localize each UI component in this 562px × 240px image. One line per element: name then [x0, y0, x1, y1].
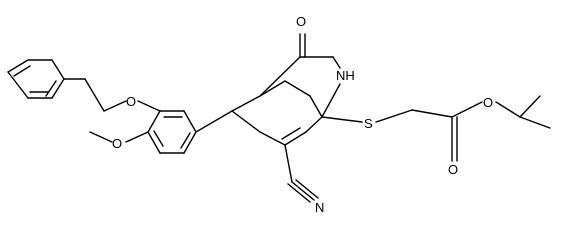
- bond: [195, 110, 233, 133]
- bond: [89, 131, 113, 143]
- bond: [451, 101, 483, 118]
- ether-oxygen-label: O: [126, 94, 136, 109]
- methoxy-oxygen-label: O: [112, 136, 122, 151]
- bond: [259, 80, 286, 97]
- bond: [321, 83, 341, 118]
- bond: [13, 65, 31, 77]
- bond: [231, 110, 261, 133]
- bond: [375, 109, 413, 123]
- bond: [180, 132, 191, 149]
- bond: [259, 131, 286, 146]
- bond: [231, 95, 261, 112]
- bond: [309, 95, 323, 118]
- bond: [284, 131, 307, 146]
- bond: [332, 56, 341, 69]
- bond: [183, 110, 197, 133]
- bond: [287, 183, 311, 203]
- bond: [137, 100, 161, 112]
- bond: [125, 131, 149, 143]
- thioether-sulfur-label: S: [364, 116, 373, 131]
- bond: [305, 116, 323, 133]
- bond: [519, 116, 551, 129]
- bond: [495, 101, 521, 118]
- bond: [281, 127, 301, 140]
- bond: [45, 80, 57, 97]
- bond-lines: [7, 33, 551, 203]
- bond: [295, 179, 319, 199]
- bond: [284, 144, 293, 183]
- bond: [84, 78, 105, 112]
- bond: [147, 110, 161, 133]
- bond: [51, 78, 65, 99]
- nitrile-nitrogen-label: N: [315, 200, 324, 215]
- carbonyl-oxygen-label: O: [296, 14, 306, 29]
- bond: [183, 131, 197, 154]
- ester-oxygen-label: O: [483, 95, 493, 110]
- bond: [103, 100, 127, 112]
- bond: [259, 56, 301, 97]
- bond: [284, 80, 311, 97]
- molecule-structure: O O O NH S O O N: [7, 14, 551, 215]
- bond: [51, 59, 65, 80]
- ester-carbonyl-oxygen-label: O: [448, 162, 458, 177]
- ring-nitrogen-label: NH: [336, 68, 355, 83]
- bond: [147, 131, 161, 154]
- bond: [7, 59, 29, 73]
- bond: [411, 109, 453, 118]
- bond: [291, 181, 315, 201]
- atom-labels: O O O NH S O O N: [112, 14, 493, 215]
- bond: [321, 116, 363, 123]
- bond: [153, 130, 164, 147]
- bond: [519, 95, 541, 118]
- bond: [7, 71, 29, 99]
